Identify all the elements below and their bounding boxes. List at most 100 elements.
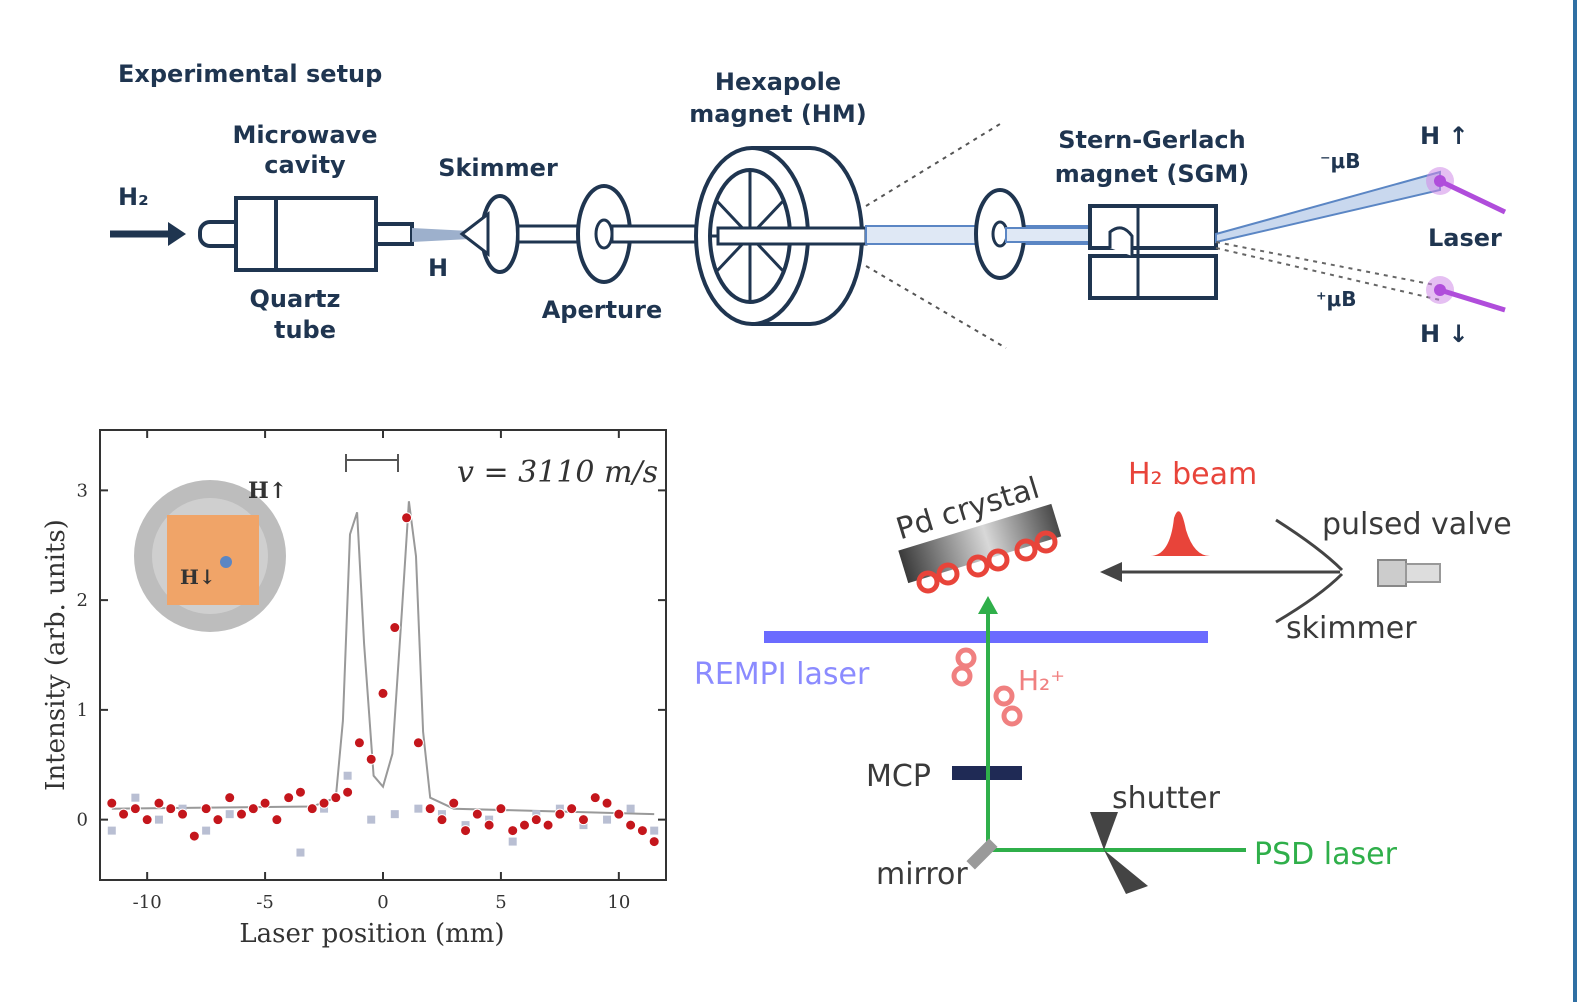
skimmer-lower-wall: [1275, 572, 1344, 624]
cavity-label-line1: Microwave: [233, 121, 378, 149]
h-down-label: H ↓: [1420, 320, 1469, 348]
aperture-label: Aperture: [542, 296, 663, 324]
fit-curve: [111, 501, 655, 816]
data-point-secondary: [202, 826, 211, 835]
data-point-secondary: [414, 804, 423, 813]
x-tick-label: -5: [256, 892, 274, 913]
skimmer-cone: [459, 210, 490, 258]
mirror-label: mirror: [876, 857, 968, 892]
shutter-lower-blade: [1104, 850, 1148, 894]
data-point: [353, 737, 365, 749]
skimmer-label: Skimmer: [438, 154, 558, 182]
laser-beam-down: [1439, 287, 1506, 313]
data-point-secondary: [508, 837, 517, 846]
h2-input-label: H₂: [118, 183, 149, 211]
sgm-upper-pole: [1088, 204, 1218, 250]
data-point: [554, 808, 566, 820]
data-point: [471, 808, 483, 820]
data-point: [377, 687, 389, 699]
data-point: [601, 797, 613, 809]
inset-square: [167, 515, 259, 605]
data-point: [212, 814, 224, 826]
skimmer-upper-wall: [1275, 518, 1344, 572]
data-point: [389, 622, 401, 634]
data-point-secondary: [650, 826, 659, 835]
chart-xlabel: Laser position (mm): [239, 919, 504, 949]
data-point: [625, 819, 637, 831]
data-point: [648, 836, 660, 848]
data-point: [118, 808, 130, 820]
data-points: [106, 512, 660, 857]
data-point-secondary: [296, 848, 305, 857]
data-point: [530, 814, 542, 826]
mu-plus-label: ⁺μB: [1316, 287, 1357, 311]
data-point: [542, 819, 554, 831]
aperture-hole: [594, 218, 614, 250]
psd-setup-diagram: Pd crystal H₂ beam pulsed valve skimmer …: [694, 457, 1512, 894]
data-point-secondary: [343, 771, 352, 780]
peak-separation-bracket: [345, 454, 399, 472]
sgm-wedge: [1108, 226, 1134, 256]
data-point: [294, 786, 306, 798]
data-point: [589, 792, 601, 804]
data-point-secondary: [225, 810, 234, 819]
pd-crystal-slab: [898, 503, 1062, 584]
data-point: [271, 814, 283, 826]
x-tick-label: 0: [377, 892, 388, 913]
h2-arrowhead: [168, 222, 186, 246]
data-point: [247, 803, 259, 815]
quartz-label-line2: tube: [274, 316, 336, 344]
inset-dot: [220, 556, 232, 568]
data-point-secondary: [154, 815, 163, 824]
shutter-label: shutter: [1112, 781, 1221, 816]
data-point: [436, 814, 448, 826]
ion-label: H₂⁺: [1018, 664, 1065, 697]
psd-arrowhead: [978, 596, 998, 614]
h-up-label: H ↑: [1420, 122, 1469, 150]
adsorbed-molecules: [916, 530, 1058, 594]
laser-beam-up: [1438, 178, 1507, 215]
data-point: [188, 830, 200, 842]
x-tick-label: 5: [495, 892, 506, 913]
x-tick-label: 10: [607, 892, 630, 913]
cavity-label-line2: cavity: [264, 151, 346, 179]
data-point: [236, 808, 247, 820]
data-point: [106, 797, 118, 809]
mcp-label: MCP: [866, 759, 931, 794]
data-point: [200, 803, 212, 815]
setup-title: Experimental setup: [118, 60, 382, 88]
data-point: [401, 512, 413, 524]
cavity-flange: [234, 196, 278, 272]
chart-ylabel: Intensity (arb. units): [41, 519, 71, 791]
beam-arrowhead: [1100, 562, 1122, 582]
psd-laser-label: PSD laser: [1254, 837, 1398, 872]
pd-crystal: Pd crystal: [892, 471, 1062, 584]
data-point: [224, 792, 236, 804]
y-tick-label: 2: [77, 590, 88, 611]
data-point: [460, 825, 472, 837]
laser-label: Laser: [1428, 224, 1502, 252]
hexapole-label-line1: Hexapole: [715, 68, 841, 96]
beam-mu-plus: [1215, 241, 1441, 301]
pulsed-valve-nozzle: [1405, 563, 1441, 583]
skimmer-label-psd: skimmer: [1286, 611, 1417, 646]
data-point: [153, 797, 165, 809]
data-point: [129, 803, 141, 815]
data-point: [424, 803, 436, 815]
data-point-secondary: [626, 804, 635, 813]
velocity-annotation: v = 3110 m/s: [457, 455, 658, 490]
data-point: [519, 819, 530, 831]
data-point: [365, 753, 377, 765]
data-point: [259, 797, 271, 809]
data-point: [306, 803, 318, 815]
pulsed-valve-label: pulsed valve: [1322, 507, 1512, 542]
focus-cone: [865, 123, 1007, 349]
quartz-label-line1: Quartz: [250, 285, 341, 313]
beam-pulse: [1150, 511, 1210, 556]
h-atom-beam: [412, 228, 470, 242]
x-tick-label: -10: [133, 892, 162, 913]
data-point: [448, 797, 460, 809]
